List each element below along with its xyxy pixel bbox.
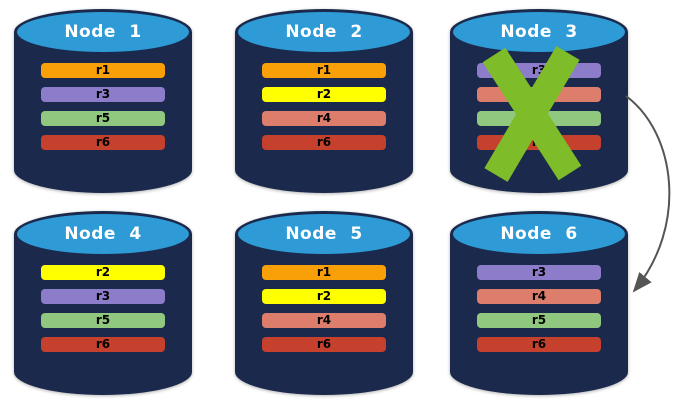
cylinder-bottom (235, 147, 413, 193)
replica-bar: r2 (262, 87, 386, 102)
replica-bar: r1 (41, 63, 165, 78)
replica-bar: r1 (262, 265, 386, 280)
cylinder-top: Node 3 (450, 9, 628, 55)
replica-list: r2 r3 r5 r6 (41, 265, 165, 361)
node-5: Node 5 r1 r2 r4 r6 (235, 211, 413, 395)
node-1: Node 1 r1 r3 r5 r6 (14, 9, 192, 193)
replica-bar: r5 (477, 313, 601, 328)
node-title: Node 1 (64, 22, 142, 42)
node-3: Node 3 r3 r4 r5 r6 (450, 9, 628, 193)
replica-list: r1 r2 r4 r6 (262, 63, 386, 159)
node-4: Node 4 r2 r3 r5 r6 (14, 211, 192, 395)
replica-bar: r6 (262, 337, 386, 352)
cylinder-bottom (235, 349, 413, 395)
replica-list: r1 r2 r4 r6 (262, 265, 386, 361)
replica-bar: r4 (262, 111, 386, 126)
replica-bar: r3 (477, 265, 601, 280)
cylinder-top: Node 6 (450, 211, 628, 257)
replica-bar: r4 (477, 289, 601, 304)
cylinder-bottom (450, 147, 628, 193)
cylinder-bottom (14, 349, 192, 395)
node-title: Node 5 (285, 224, 363, 244)
node-title: Node 6 (500, 224, 578, 244)
cylinder-top: Node 1 (14, 9, 192, 55)
replica-list: r3 r4 r5 r6 (477, 265, 601, 361)
cylinder-top: Node 5 (235, 211, 413, 257)
replica-bar: r2 (262, 289, 386, 304)
replica-bar: r3 (41, 87, 165, 102)
node-title: Node 2 (285, 22, 363, 42)
node-6: Node 6 r3 r4 r5 r6 (450, 211, 628, 395)
cylinder-bottom (450, 349, 628, 395)
replica-bar: r6 (41, 135, 165, 150)
cylinder-top: Node 2 (235, 9, 413, 55)
replica-bar: r6 (477, 337, 601, 352)
replica-bar: r5 (41, 111, 165, 126)
replica-bar: r5 (41, 313, 165, 328)
replica-bar: r6 (41, 337, 165, 352)
replica-bar: r3 (41, 289, 165, 304)
cylinder-bottom (14, 147, 192, 193)
replica-bar: r1 (262, 63, 386, 78)
node-2: Node 2 r1 r2 r4 r6 (235, 9, 413, 193)
replica-bar: r2 (41, 265, 165, 280)
failure-x-icon (482, 46, 582, 182)
cylinder-top: Node 4 (14, 211, 192, 257)
replica-list: r1 r3 r5 r6 (41, 63, 165, 159)
node-title: Node 4 (64, 224, 142, 244)
replica-bar: r4 (262, 313, 386, 328)
node-title: Node 3 (500, 22, 578, 42)
replica-bar: r6 (262, 135, 386, 150)
